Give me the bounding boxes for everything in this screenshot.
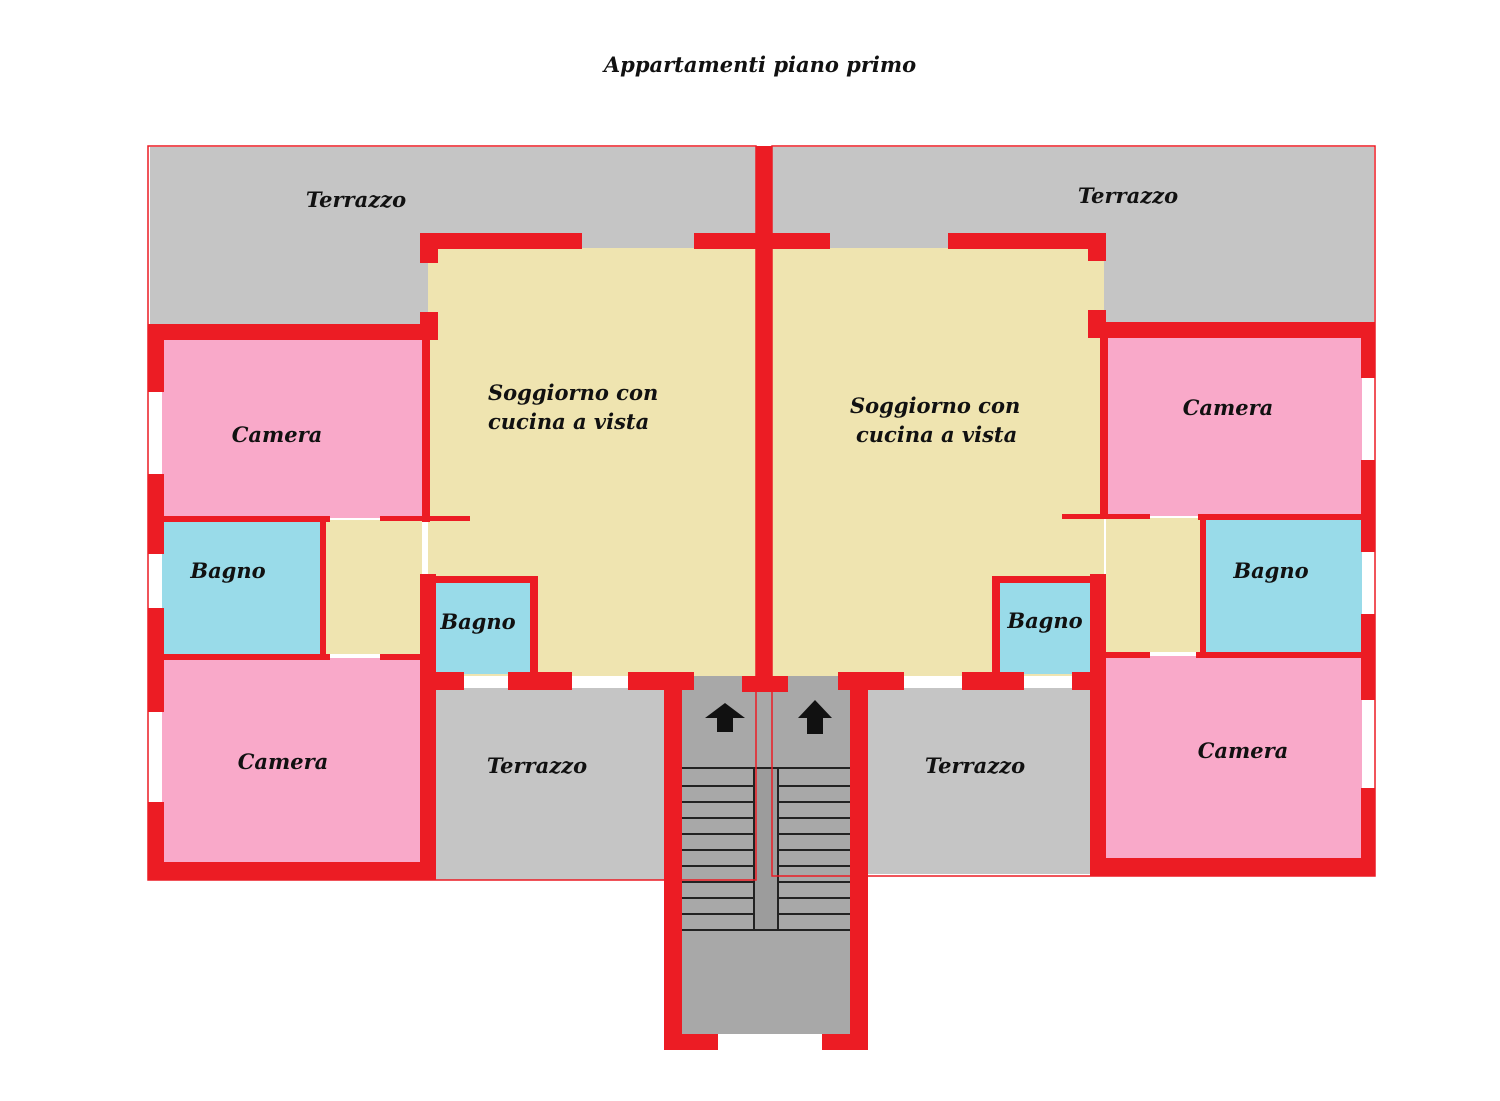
- label-camera-right-upper: Camera: [1183, 395, 1274, 420]
- wall-right-outer-d: [1361, 788, 1375, 876]
- wall-stair-entry-right: [838, 672, 850, 690]
- terrace-bottom-right: [868, 688, 1090, 874]
- wall-right-outer-a: [1361, 322, 1375, 378]
- wall-left-outer-c: [148, 608, 164, 712]
- walls: [147, 145, 1376, 1050]
- label-soggiorno-left-line1: Soggiorno con: [488, 380, 658, 405]
- wall-right-inner-vertical-a: [1100, 336, 1108, 518]
- wall-right-bottom: [1090, 858, 1375, 876]
- stair-steps-right: [778, 785, 850, 915]
- wall-living-left-bottom-a: [420, 672, 464, 690]
- room-fills: [150, 147, 1374, 1034]
- wall-stair-bottom-b: [822, 1034, 868, 1050]
- wall-left-block-top: [148, 324, 438, 340]
- wall-bath-left-inner-side: [530, 576, 538, 676]
- wall-bath-right-inner-top: [992, 576, 1104, 583]
- up-arrow-icon: [798, 700, 832, 734]
- wall-bath-left-inner-top: [428, 576, 538, 583]
- bath-left-inner: [428, 582, 532, 674]
- wall-left-partition-upper-b: [380, 516, 470, 521]
- label-soggiorno-left-line2: cucina a vista: [488, 409, 649, 434]
- bedroom-left-upper: [162, 338, 424, 518]
- wall-right-block-top: [1088, 322, 1375, 338]
- wall-living-left-top-a: [420, 233, 582, 249]
- wall-right-partition-upper-b: [1198, 514, 1362, 520]
- wall-living-right-bottom-b: [962, 672, 1024, 690]
- wall-left-partition-lower-b: [380, 654, 428, 660]
- wall-right-partition-lower-b: [1196, 652, 1362, 658]
- label-soggiorno-right-line2: cucina a vista: [856, 422, 1017, 447]
- wall-stair-bottom-a: [664, 1034, 718, 1050]
- label-soggiorno-right-line1: Soggiorno con: [850, 393, 1020, 418]
- up-arrow-icon: [705, 703, 745, 732]
- wall-living-left-top-b: [694, 233, 756, 249]
- wall-right-inner-vertical-b: [1090, 574, 1106, 876]
- wall-living-right-side-a: [1088, 233, 1106, 261]
- wall-right-outer-c: [1361, 614, 1375, 700]
- bath-left-outer: [162, 520, 322, 654]
- room-labels: Terrazzo Terrazzo Soggiorno con cucina a…: [189, 183, 1308, 778]
- wall-right-partition-upper-a: [1062, 514, 1150, 519]
- wall-left-outer-d: [148, 802, 164, 880]
- bath-right-inner: [998, 582, 1102, 674]
- label-bagno-left-outer: Bagno: [189, 558, 265, 583]
- stair-center-rail: [753, 767, 779, 931]
- bedroom-right-lower: [1106, 656, 1362, 858]
- hall-left: [326, 520, 422, 654]
- label-camera-left-upper: Camera: [232, 422, 323, 447]
- page-title: Appartamenti piano primo: [603, 52, 917, 77]
- wall-right-partition-lower-a: [1100, 652, 1150, 658]
- wall-right-bath-divider: [1200, 516, 1206, 656]
- stair-treads: [682, 767, 850, 931]
- wall-left-outer-b: [148, 474, 164, 554]
- label-bagno-right-outer: Bagno: [1232, 558, 1308, 583]
- terrace-bottom-left: [436, 688, 664, 880]
- label-camera-right-lower: Camera: [1198, 738, 1289, 763]
- wall-living-right-top-b: [948, 233, 1106, 249]
- bedroom-right-upper: [1106, 338, 1362, 516]
- wall-left-inner-vertical-a: [422, 338, 430, 522]
- central-wall: [756, 146, 772, 692]
- wall-living-right-bottom-c: [1072, 672, 1106, 690]
- wall-left-partition-lower-a: [162, 654, 330, 660]
- hall-right: [1106, 518, 1202, 652]
- wall-left-inner-vertical-b: [420, 574, 436, 880]
- label-terrazzo-top-left: Terrazzo: [306, 187, 406, 212]
- label-terrazzo-top-right: Terrazzo: [1078, 183, 1178, 208]
- wall-left-bath-divider: [320, 520, 326, 660]
- wall-living-left-side-a: [420, 233, 438, 263]
- wall-stair-entry-left: [682, 672, 694, 690]
- bath-right-outer: [1204, 518, 1362, 652]
- wall-left-bottom: [148, 862, 436, 880]
- wall-living-right-top-a: [772, 233, 830, 249]
- wall-right-outer-b: [1361, 460, 1375, 552]
- label-terrazzo-bottom-right: Terrazzo: [925, 753, 1025, 778]
- label-bagno-right-inner: Bagno: [1006, 608, 1082, 633]
- wall-left-partition-upper-a: [162, 516, 330, 522]
- stair-arrows: [705, 700, 832, 734]
- label-terrazzo-bottom-left: Terrazzo: [487, 753, 587, 778]
- label-camera-left-lower: Camera: [238, 749, 329, 774]
- wall-bath-right-inner-side: [992, 576, 1000, 676]
- wall-stair-right: [850, 676, 868, 1050]
- wall-stair-left: [664, 676, 682, 1050]
- label-bagno-left-inner: Bagno: [439, 609, 515, 634]
- wall-left-outer-a: [148, 324, 164, 392]
- bedroom-left-lower: [162, 658, 424, 862]
- wall-living-left-bottom-b: [508, 672, 572, 690]
- wall-stair-central-stub: [742, 676, 788, 692]
- stair-steps-left: [682, 785, 754, 915]
